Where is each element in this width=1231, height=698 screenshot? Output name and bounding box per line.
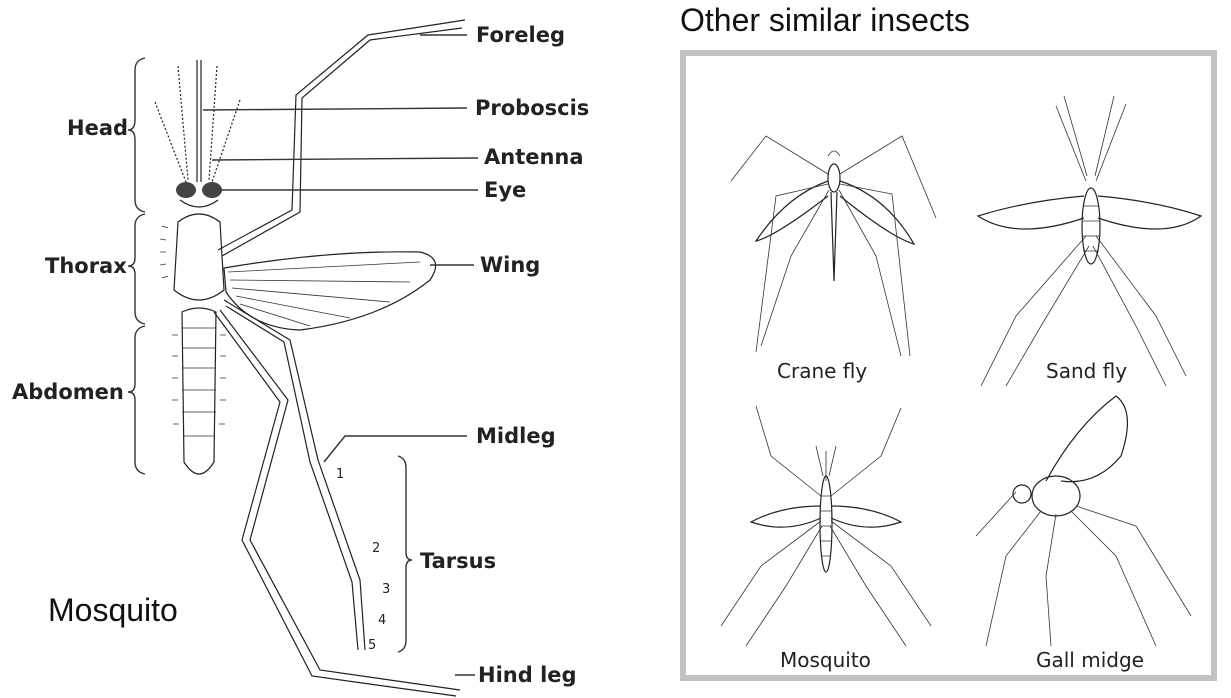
label-hind-leg: Hind leg — [478, 663, 577, 687]
label-head: Head — [67, 116, 128, 140]
label-midleg: Midleg — [476, 424, 556, 448]
label-thorax: Thorax — [45, 254, 127, 278]
mosquito-small-illustration — [721, 406, 931, 646]
caption-mosquito: Mosquito — [780, 648, 871, 672]
tarsus-segment-1: 1 — [336, 467, 344, 482]
sand-fly-illustration — [978, 96, 1201, 386]
similar-insects-heading: Other similar insects — [680, 2, 970, 39]
gall-midge-illustration — [976, 396, 1191, 646]
tarsus-segment-4: 4 — [378, 613, 386, 628]
label-abdomen: Abdomen — [12, 380, 124, 404]
tarsus-segment-5: 5 — [368, 638, 376, 653]
caption-sand-fly: Sand fly — [1046, 359, 1127, 383]
tarsus-segment-2: 2 — [372, 541, 380, 556]
crane-fly-illustration — [731, 136, 936, 356]
label-proboscis: Proboscis — [475, 96, 589, 120]
label-foreleg: Foreleg — [476, 23, 565, 47]
label-wing: Wing — [480, 253, 540, 277]
tarsus-segment-3: 3 — [382, 582, 390, 597]
similar-insects-illustrations — [686, 56, 1211, 675]
caption-gall-midge: Gall midge — [1036, 648, 1144, 672]
caption-crane-fly: Crane fly — [777, 359, 867, 383]
label-antenna: Antenna — [484, 145, 584, 169]
diagram-title: Mosquito — [48, 592, 178, 629]
similar-insects-panel: Crane fly Sand fly Mosquito Gall midge — [680, 50, 1217, 681]
label-tarsus: Tarsus — [420, 549, 496, 573]
label-eye: Eye — [484, 178, 526, 202]
